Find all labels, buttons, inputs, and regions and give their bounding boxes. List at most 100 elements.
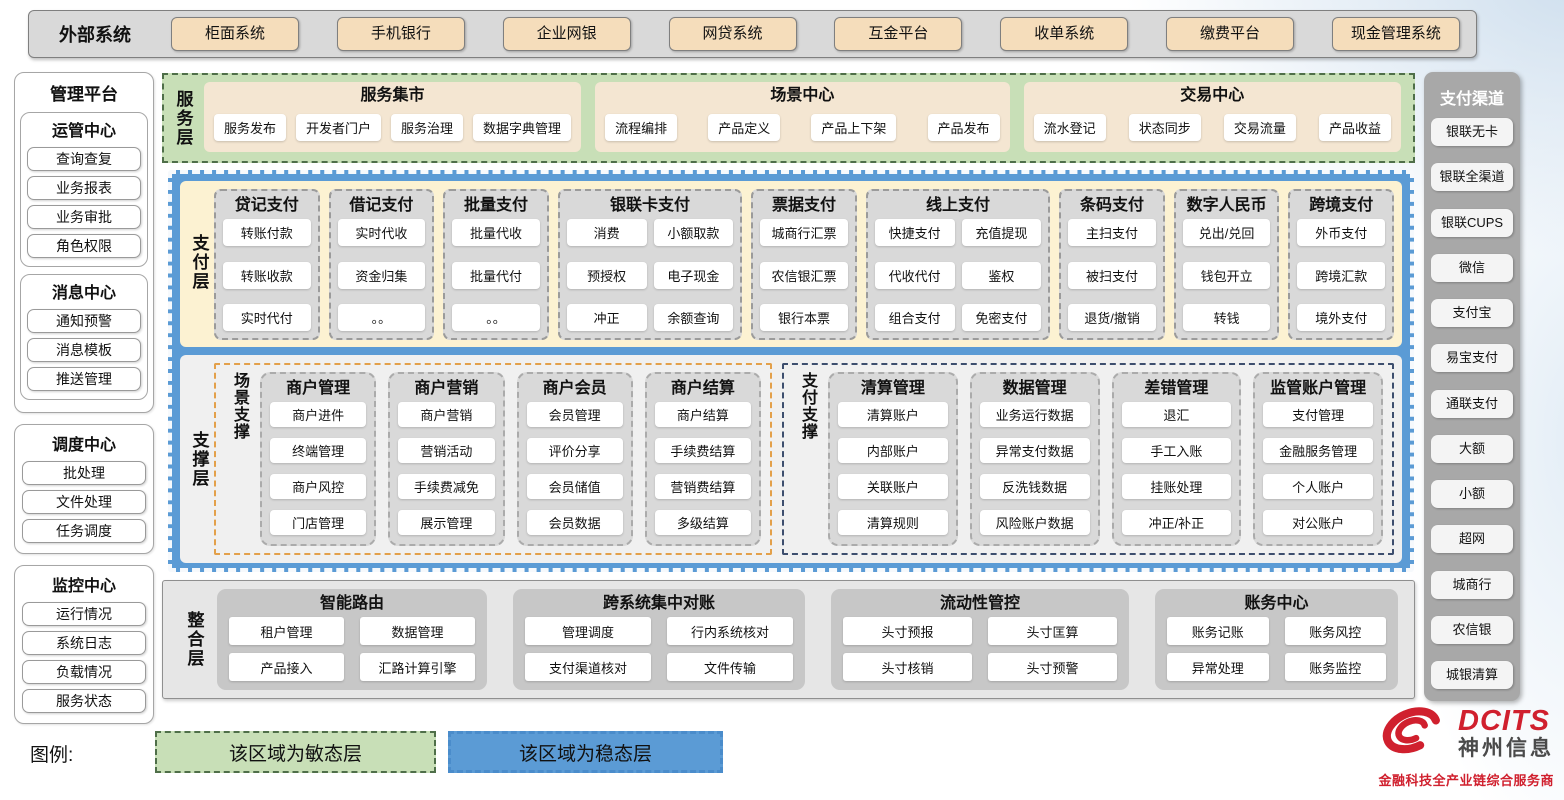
external-system-button[interactable]: 现金管理系统 (1331, 17, 1460, 51)
integration-item-button[interactable]: 头寸核销 (843, 653, 972, 681)
integration-item-button[interactable]: 支付渠道核对 (525, 653, 651, 681)
integration-item-button[interactable]: 异常处理 (1167, 653, 1269, 681)
support-item-button[interactable]: 金融服务管理 (1263, 438, 1373, 463)
integration-item-button[interactable]: 账务风控 (1284, 617, 1386, 645)
payment-item-button[interactable]: 主扫支付 (1068, 219, 1156, 246)
support-item-button[interactable]: 清算规则 (838, 510, 948, 535)
integration-item-button[interactable]: 行内系统核对 (667, 617, 793, 645)
channel-button[interactable]: 城银清算 (1431, 661, 1513, 689)
channel-button[interactable]: 农信银 (1431, 615, 1513, 644)
support-item-button[interactable]: 商户结算 (654, 402, 751, 427)
support-item-button[interactable]: 终端管理 (270, 438, 367, 463)
external-system-button[interactable]: 缴费平台 (1166, 17, 1295, 51)
service-item-button[interactable]: 数据字典管理 (473, 113, 572, 141)
external-system-button[interactable]: 手机银行 (336, 17, 465, 51)
payment-item-button[interactable]: 批量代收 (452, 219, 540, 246)
payment-item-button[interactable]: 钱包开立 (1182, 261, 1271, 289)
support-item-button[interactable]: 营销活动 (398, 438, 495, 463)
integration-item-button[interactable]: 汇路计算引擎 (360, 653, 475, 681)
channel-button[interactable]: 银联全渠道 (1431, 163, 1513, 192)
payment-item-button[interactable]: 代收代付 (874, 261, 955, 289)
support-item-button[interactable]: 门店管理 (270, 510, 367, 535)
service-item-button[interactable]: 产品定义 (708, 113, 781, 141)
mgmt-item-button[interactable]: 批处理 (22, 461, 146, 485)
support-item-button[interactable]: 手续费减免 (398, 474, 495, 499)
channel-button[interactable]: 易宝支付 (1431, 344, 1513, 373)
support-item-button[interactable]: 手续费结算 (654, 438, 751, 463)
payment-item-button[interactable]: 电子现金 (653, 261, 734, 289)
channel-button[interactable]: 微信 (1431, 253, 1513, 282)
payment-item-button[interactable]: 消费 (566, 219, 647, 246)
channel-button[interactable]: 支付宝 (1431, 299, 1513, 327)
payment-item-button[interactable]: 。。 (337, 304, 426, 331)
payment-item-button[interactable]: 小额取款 (653, 219, 734, 246)
external-system-button[interactable]: 企业网银 (502, 17, 631, 51)
support-item-button[interactable]: 关联账户 (838, 474, 948, 499)
service-item-button[interactable]: 服务发布 (214, 113, 287, 141)
mgmt-item-button[interactable]: 文件处理 (22, 490, 146, 514)
mgmt-item-button[interactable]: 负载情况 (22, 660, 146, 684)
integration-item-button[interactable]: 文件传输 (667, 653, 793, 681)
integration-item-button[interactable]: 头寸预报 (843, 617, 972, 645)
support-item-button[interactable]: 手工入账 (1121, 438, 1232, 463)
support-item-button[interactable]: 对公账户 (1263, 510, 1373, 535)
channel-button[interactable]: 城商行 (1431, 570, 1513, 599)
service-item-button[interactable]: 产品上下架 (811, 113, 897, 141)
payment-item-button[interactable]: 组合支付 (874, 304, 955, 331)
payment-item-button[interactable]: 实时代收 (337, 219, 426, 246)
support-item-button[interactable]: 异常支付数据 (979, 438, 1090, 463)
mgmt-item-button[interactable]: 通知预警 (27, 309, 141, 333)
payment-item-button[interactable]: 充值提现 (961, 219, 1042, 246)
mgmt-item-button[interactable]: 业务报表 (27, 176, 141, 200)
payment-item-button[interactable]: 资金归集 (337, 261, 426, 289)
integration-item-button[interactable]: 管理调度 (525, 617, 651, 645)
support-item-button[interactable]: 风险账户数据 (979, 510, 1090, 535)
mgmt-item-button[interactable]: 系统日志 (22, 631, 146, 655)
payment-item-button[interactable]: 冲正 (566, 304, 647, 331)
channel-button[interactable]: 超网 (1431, 525, 1513, 554)
external-system-button[interactable]: 收单系统 (1000, 17, 1129, 51)
integration-item-button[interactable]: 租户管理 (229, 617, 344, 645)
integration-item-button[interactable]: 头寸预警 (988, 653, 1117, 681)
support-item-button[interactable]: 挂账处理 (1121, 474, 1232, 499)
support-item-button[interactable]: 支付管理 (1263, 402, 1373, 427)
payment-item-button[interactable]: 预授权 (566, 261, 647, 289)
service-item-button[interactable]: 流水登记 (1033, 113, 1106, 141)
support-item-button[interactable]: 会员储值 (526, 474, 623, 499)
support-item-button[interactable]: 内部账户 (838, 438, 948, 463)
payment-item-button[interactable]: 快捷支付 (874, 219, 955, 246)
payment-item-button[interactable]: 免密支付 (961, 304, 1042, 331)
service-item-button[interactable]: 开发者门户 (296, 113, 382, 141)
mgmt-item-button[interactable]: 服务状态 (22, 689, 146, 713)
mgmt-item-button[interactable]: 任务调度 (22, 519, 146, 543)
payment-item-button[interactable]: 银行本票 (760, 304, 848, 331)
mgmt-item-button[interactable]: 运行情况 (22, 602, 146, 626)
payment-item-button[interactable]: 转账收款 (223, 261, 311, 289)
channel-button[interactable]: 大额 (1431, 434, 1513, 463)
service-item-button[interactable]: 状态同步 (1128, 113, 1201, 141)
service-item-button[interactable]: 产品发布 (927, 113, 1000, 141)
support-item-button[interactable]: 反洗钱数据 (979, 474, 1090, 499)
payment-item-button[interactable]: 被扫支付 (1068, 261, 1156, 289)
service-item-button[interactable]: 交易流量 (1223, 113, 1296, 141)
payment-item-button[interactable]: 外币支付 (1297, 219, 1385, 246)
support-item-button[interactable]: 清算账户 (838, 402, 948, 427)
payment-item-button[interactable]: 农信银汇票 (760, 261, 848, 289)
integration-item-button[interactable]: 产品接入 (229, 653, 344, 681)
mgmt-item-button[interactable]: 业务审批 (27, 205, 141, 229)
integration-item-button[interactable]: 数据管理 (360, 617, 475, 645)
payment-item-button[interactable]: 兑出/兑回 (1182, 219, 1271, 246)
channel-button[interactable]: 通联支付 (1431, 389, 1513, 418)
service-item-button[interactable]: 产品收益 (1318, 113, 1391, 141)
payment-item-button[interactable]: 转钱 (1182, 304, 1271, 331)
channel-button[interactable]: 银联CUPS (1431, 208, 1513, 237)
payment-item-button[interactable]: 境外支付 (1297, 304, 1385, 331)
support-item-button[interactable]: 商户营销 (398, 402, 495, 427)
payment-item-button[interactable]: 实时代付 (223, 304, 311, 331)
support-item-button[interactable]: 个人账户 (1263, 474, 1373, 499)
payment-item-button[interactable]: 余额查询 (653, 304, 734, 331)
support-item-button[interactable]: 会员数据 (526, 510, 623, 535)
channel-button[interactable]: 小额 (1431, 480, 1513, 508)
payment-item-button[interactable]: 批量代付 (452, 261, 540, 289)
payment-item-button[interactable]: 退货/撤销 (1068, 304, 1156, 331)
